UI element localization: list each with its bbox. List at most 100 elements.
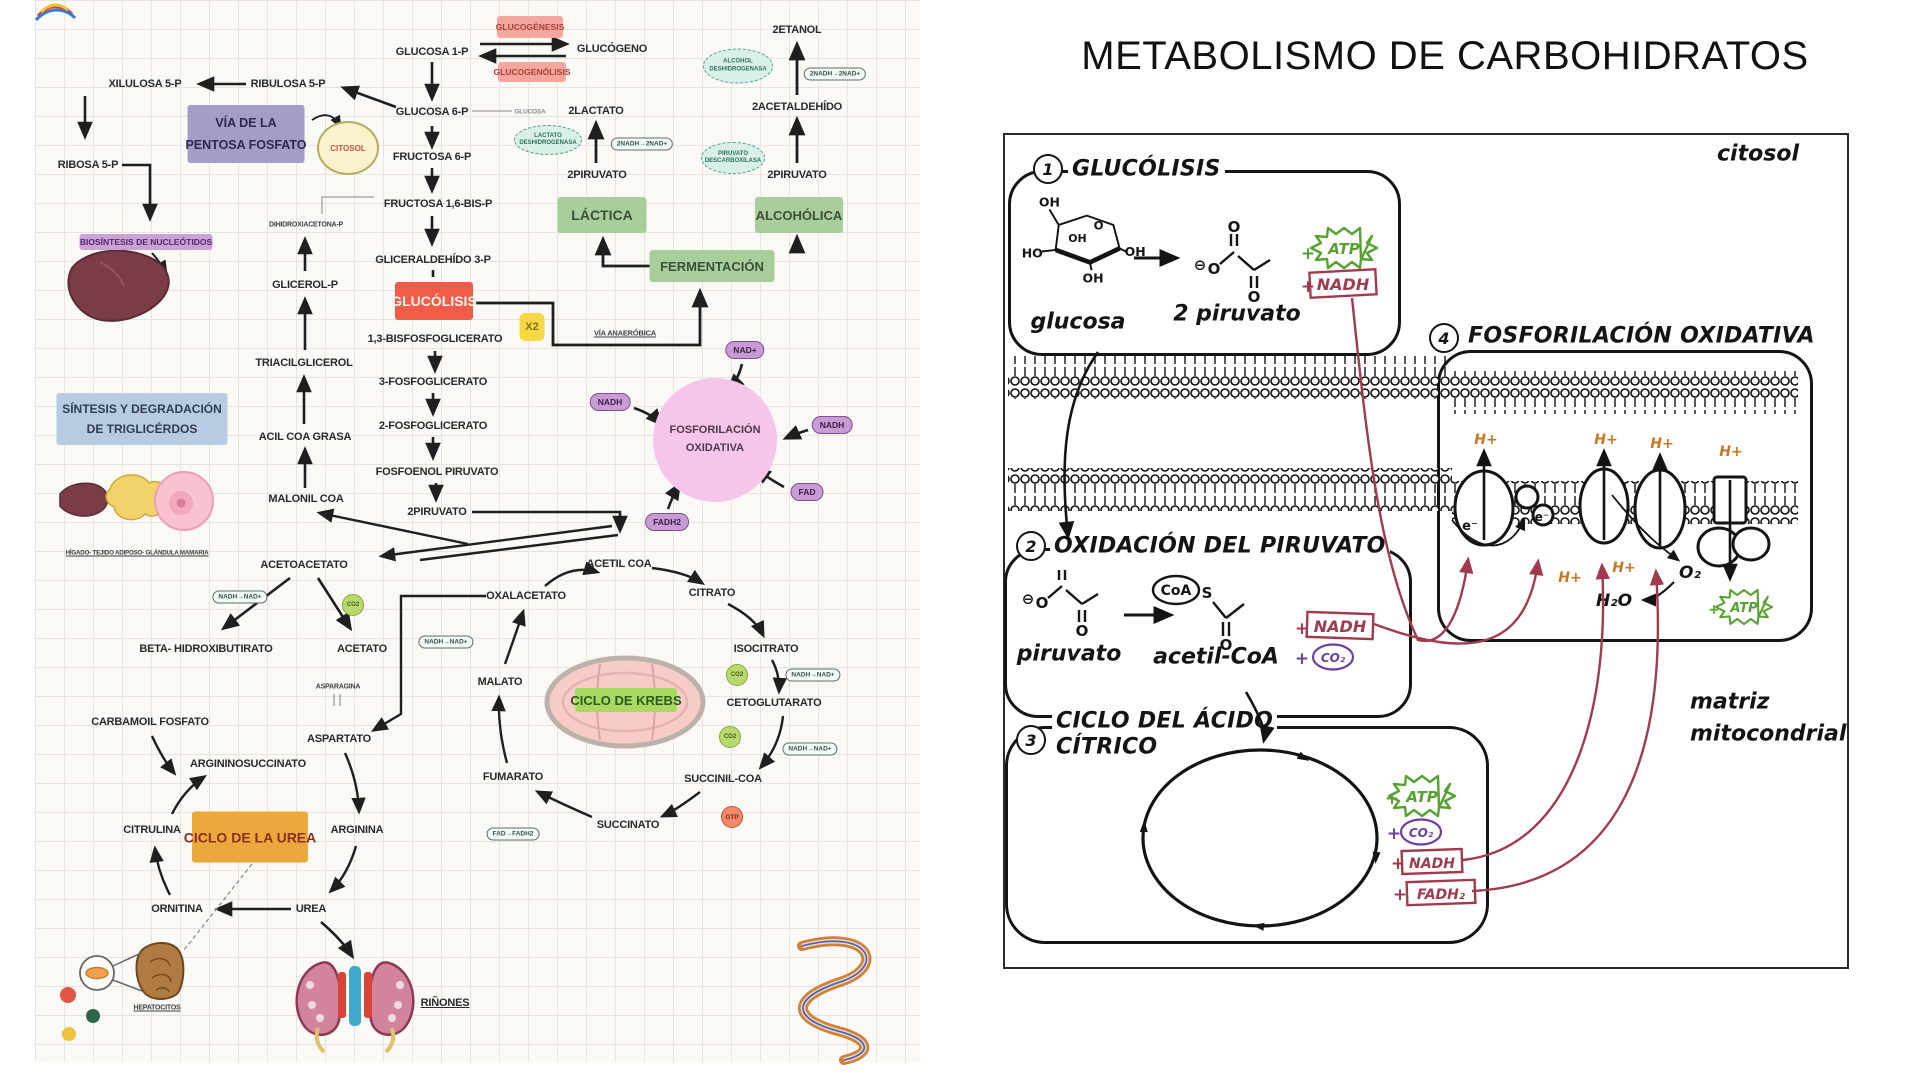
- box-lactica: LÁCTICA: [557, 197, 647, 233]
- svg-text:O: O: [1076, 622, 1089, 640]
- svg-text:H+: H+: [1612, 560, 1635, 576]
- svg-text:⊖: ⊖: [1194, 256, 1207, 274]
- membrane-inner-left: [1008, 468, 1452, 511]
- node-13-bisfosfoglicerato: 1,3-BISFOSFOGLICERATO: [367, 333, 503, 345]
- node-2lactato: 2LACTATO: [568, 105, 624, 117]
- node-fosfoenolpiruvato: FOSFOENOL PIRUVATO: [375, 466, 499, 478]
- node-gliceraldehido-3p: GLICERALDEHÍDO 3-P: [375, 254, 491, 266]
- caption-piruvato: piruvato: [1016, 641, 1122, 667]
- box-glucogenolisis: GLUCOGENÓLISIS: [494, 62, 571, 82]
- node-3-fosfoglicerato: 3-FOSFOGLICERATO: [378, 376, 488, 388]
- svg-text:CO₂: CO₂: [1321, 651, 1346, 665]
- capsule-2nadh-2nad: 2NADH→2NAD+: [803, 67, 867, 81]
- caption-glucosa: glucosa: [1030, 309, 1126, 335]
- glucose-structure: OH O HO OH OH OH: [1022, 194, 1146, 285]
- organ-icons-higado-adiposo-mamaria: [59, 471, 214, 531]
- s-squiggle-doodle: [797, 936, 872, 1065]
- badge-co2: CO2: [726, 664, 748, 686]
- svg-text:O₂: O₂: [1679, 563, 1701, 583]
- node-via-anaerobica: VÍA ANAERÓBICA: [593, 328, 657, 338]
- svg-text:+: +: [1301, 244, 1315, 264]
- node-triacilglicerol: TRIACILGLICEROL: [255, 357, 353, 369]
- capsule-nadh-nad: NADH→NAD+: [418, 635, 474, 649]
- membrane-outer-left: [1008, 356, 1452, 399]
- section-title-citrico: CÍTRICO: [1052, 734, 1162, 760]
- section-title-glucolisis: GLUCÓLISIS: [1068, 156, 1225, 182]
- svg-text:+: +: [1391, 854, 1405, 874]
- node-fructosa-6p: FRUCTOSA 6-P: [392, 151, 472, 163]
- section-title-fosforilacion-oxidativa: FOSFORILACIÓN OXIDATIVA: [1464, 323, 1819, 349]
- svg-text:H+: H+: [1719, 444, 1742, 460]
- section-number-4: 4: [1429, 323, 1459, 353]
- svg-text:S: S: [1202, 584, 1213, 602]
- node-ribosa-5p: RIBOSA 5-P: [57, 159, 119, 171]
- node-urea: UREA: [295, 903, 327, 915]
- svg-text:HO: HO: [1022, 246, 1043, 261]
- svg-text:H+: H+: [1474, 432, 1497, 448]
- capsule-fad: FAD: [790, 483, 824, 501]
- label-organos-caption: HÍGADO- TEJIDO ADIPOSO- GLÁNDULA MAMARIA: [65, 549, 209, 557]
- node-succinil-coa: SUCCINIL-COA: [684, 773, 762, 785]
- node-2piruvato-alcoholica: 2PIRUVATO: [767, 169, 827, 181]
- node-2etanol: 2ETANOL: [772, 24, 822, 36]
- node-glucosa-1p: GLUCOSA 1-P: [395, 46, 469, 58]
- node-fructosa-16-bis-p: FRUCTOSA 1,6-BIS-P: [383, 198, 493, 210]
- node-cetoglutarato: CETOGLUTARATO: [726, 697, 822, 709]
- caption-2-piruvato: 2 piruvato: [1173, 301, 1301, 327]
- node-2acetaldehido: 2ACETALDEHÍDO: [751, 101, 843, 113]
- node-glucosa-small: GLUCOSA: [514, 108, 546, 116]
- node-fumarato: FUMARATO: [482, 771, 544, 783]
- node-2-fosfoglicerato: 2-FOSFOGLICERATO: [378, 420, 488, 432]
- node-glucogeno: GLUCÓGENO: [576, 43, 648, 55]
- box-biosintesis-nucleotidos: BIOSÍNTESIS DE NUCLEÓTIDOS: [79, 234, 213, 250]
- node-asparagina: ASPARAGINA: [315, 683, 361, 691]
- svg-text:e⁻: e⁻: [1535, 510, 1549, 524]
- node-ornitina: ORNITINA: [151, 903, 203, 915]
- acetyl-coa-structure: CoA S O: [1151, 574, 1245, 654]
- svg-text:O: O: [1228, 218, 1241, 236]
- legend-dots: [60, 987, 100, 1041]
- svg-text:+: +: [1301, 277, 1315, 297]
- box-ciclo-de-krebs: CICLO DE KREBS: [570, 688, 682, 712]
- capsule-nadh: NADH: [589, 393, 631, 411]
- section-number-2: 2: [1016, 531, 1046, 561]
- svg-text:OH: OH: [1068, 232, 1086, 245]
- svg-text:CO₂: CO₂: [1409, 826, 1434, 840]
- node-acetoacetato: ACETOACETATO: [260, 559, 348, 571]
- node-dihidroxiacetona-p: DIHIDROXIACETONA-P: [268, 221, 344, 229]
- capsule-nadh-nad: NADH→NAD+: [785, 668, 841, 682]
- hepatocyte-drawing: [79, 942, 185, 1000]
- node-aspartato: ASPARTATO: [307, 733, 371, 745]
- node-acil-coa-grasa: ACIL COA GRASA: [258, 431, 352, 443]
- box-fermentacion: FERMENTACIÓN: [649, 250, 775, 282]
- svg-text:+: +: [1393, 885, 1407, 905]
- badge-co2: CO2: [342, 594, 364, 616]
- page-title: METABOLISMO DE CARBOHIDRATOS: [1081, 34, 1809, 78]
- svg-text:e⁻: e⁻: [1462, 519, 1478, 534]
- nadh-shuttle-arrows: [1350, 297, 1665, 893]
- svg-text:+: +: [1295, 619, 1309, 639]
- section-title-oxidacion-piruvato: OXIDACIÓN DEL PIRUVATO: [1050, 533, 1390, 559]
- svg-text:O: O: [1094, 219, 1104, 233]
- svg-text:OH: OH: [1039, 194, 1060, 209]
- node-carbamoil-fosfato: CARBAMOIL FOSFATO: [91, 716, 209, 728]
- capsule-fad-fadh2: FAD→FADH2: [486, 827, 540, 841]
- node-2piruvato-central: 2PIRUVATO: [407, 506, 467, 518]
- capsule-2nadh-2nad: 2NADH→2NAD+: [610, 137, 674, 151]
- svg-text:NADH: NADH: [1314, 617, 1367, 636]
- node-oxalacetato: OXALACETATO: [486, 590, 566, 602]
- oval-citosol: CITOSOL: [317, 121, 379, 175]
- left-map-arrows-and-drawings: [34, 3, 872, 1065]
- section-title-ciclo-acido: CICLO DEL ÁCIDO: [1052, 708, 1278, 734]
- capsule-fadh2: FADH2: [645, 513, 689, 531]
- cell-diagram-drawings: OH O HO OH OH OH ⊖ O O O ATP + NADH + ⊖ …: [1008, 194, 1798, 931]
- svg-text:OH: OH: [1125, 244, 1146, 259]
- svg-text:H₂O: H₂O: [1596, 591, 1632, 611]
- svg-text:OH: OH: [1083, 271, 1104, 286]
- svg-text:H+: H+: [1650, 436, 1673, 452]
- node-succinato: SUCCINATO: [596, 819, 660, 831]
- node-citrato: CITRATO: [688, 587, 736, 599]
- badge-co2: CO2: [719, 726, 741, 748]
